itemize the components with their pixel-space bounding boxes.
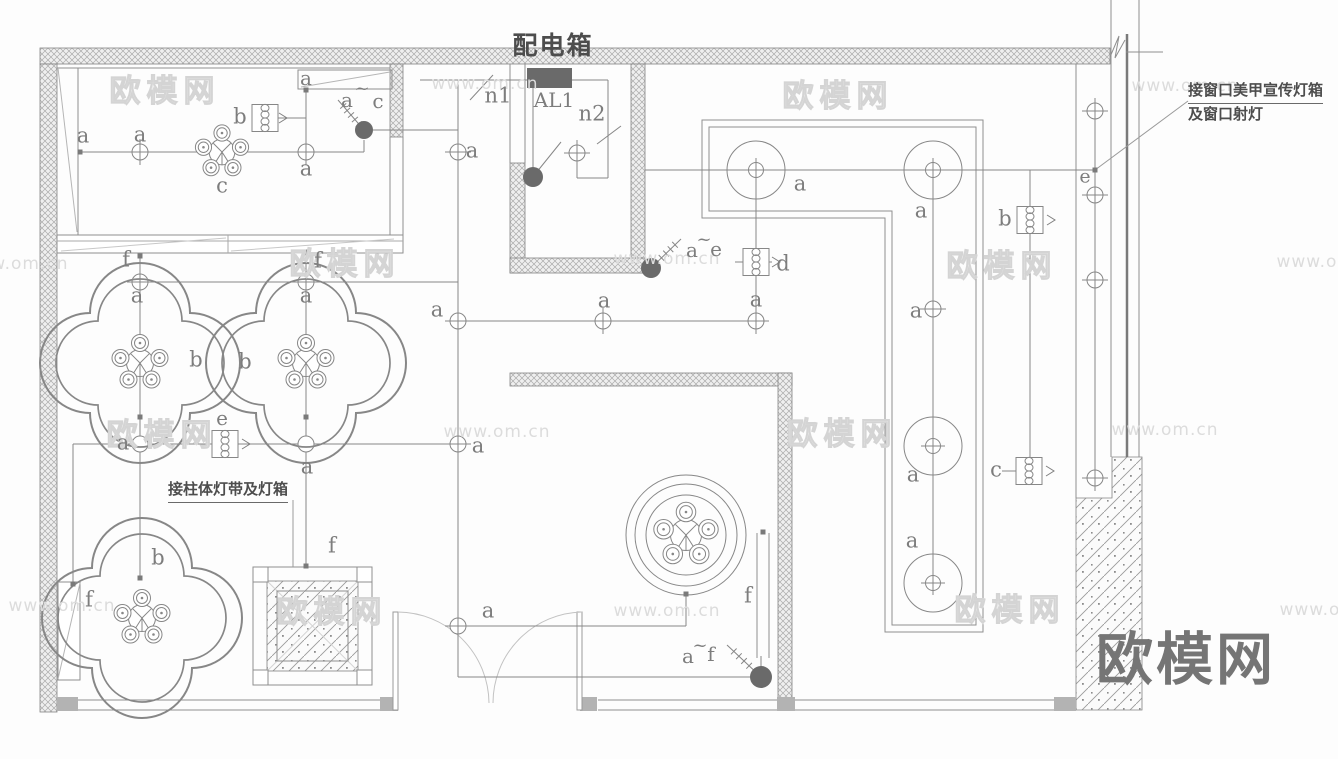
column-left-corners <box>252 566 373 686</box>
wire-node <box>303 563 309 569</box>
big-downlight-symbol <box>903 553 963 613</box>
door-leaf-left <box>392 611 399 711</box>
lamp-symbol <box>131 435 149 453</box>
break-symbol <box>1109 35 1163 59</box>
column-left-inner <box>276 590 349 662</box>
downlight-symbol <box>1082 267 1108 293</box>
quatrefoil-chandelier-symbol <box>205 262 407 464</box>
downlight-symbol <box>127 269 153 295</box>
wire-row-e <box>72 443 458 584</box>
downlight-symbol <box>590 308 616 334</box>
column-left-x <box>252 566 373 686</box>
column-annotation: 接柱体灯带及灯箱 <box>168 479 289 503</box>
junction-dot <box>355 121 373 139</box>
wall-partition-v <box>777 372 793 699</box>
lightbox-symbol <box>1016 205 1044 235</box>
big-downlight-symbol <box>903 140 963 200</box>
door-leaf-right <box>576 611 583 711</box>
leader-window-annotation <box>1094 100 1189 171</box>
ceiling-coffer-inner <box>708 126 977 626</box>
window-annotation: 接窗口美甲宣传灯箱 及窗口射灯 <box>1188 80 1324 126</box>
lamp-symbol <box>297 435 315 453</box>
light-fixtures <box>39 87 1108 719</box>
distribution-box <box>527 68 572 88</box>
downlight-symbol <box>1082 182 1108 208</box>
site-logo: 欧模网 <box>1096 627 1276 693</box>
flow-arrows <box>241 112 1056 477</box>
display-band <box>56 234 404 254</box>
downlight-symbol <box>127 139 153 165</box>
circuit-slashes <box>469 74 622 174</box>
lightbox-symbol <box>211 429 239 459</box>
column-annotation-text: 接柱体灯带及灯箱 <box>168 479 289 503</box>
downlight-symbol <box>445 139 471 165</box>
window-strip <box>1075 0 1140 498</box>
wire-trunk <box>457 80 751 678</box>
window-annotation-line1: 接窗口美甲宣传灯箱 <box>1188 80 1324 104</box>
wire-node <box>303 414 309 420</box>
wire-left-columns <box>139 252 458 578</box>
wire-node <box>760 529 766 535</box>
downlight-symbol <box>445 431 471 457</box>
wire-node <box>137 414 143 420</box>
distribution-box-title: 配电箱 <box>512 31 594 60</box>
room1-glass-diagonal <box>57 67 78 233</box>
downlight-symbol <box>293 269 319 295</box>
wire-node <box>77 149 83 155</box>
wire-al1 <box>532 79 609 179</box>
display-band-diagonals <box>60 237 395 252</box>
lightbox-panel-left-diagonal <box>57 582 81 680</box>
wire-window-strip <box>1002 100 1096 490</box>
door-swing-arcs <box>397 611 583 704</box>
wall-al1-right <box>630 63 646 274</box>
downlight-symbol <box>445 308 471 334</box>
lightbox-symbol <box>251 103 279 133</box>
downlight-symbol <box>743 308 769 334</box>
wire-node <box>70 581 76 587</box>
junction-dot <box>523 167 543 187</box>
storefront-glazing <box>78 699 1054 711</box>
wire-d-chandelier <box>458 594 762 668</box>
architecture <box>56 0 1163 711</box>
wire-node <box>1092 167 1098 173</box>
big-downlight-symbol <box>726 140 786 200</box>
ceiling-coffer-outer <box>701 119 984 633</box>
wire-node <box>303 87 309 93</box>
al1-glass-wall <box>509 64 526 163</box>
column-left-frame <box>252 566 373 686</box>
display-band-lines <box>57 235 403 253</box>
storefront-mullions <box>57 697 1076 711</box>
top-shelf <box>297 69 393 90</box>
top-shelf-diagonal <box>300 71 391 88</box>
downlight-symbol <box>445 613 471 639</box>
chandelier-symbol <box>625 474 747 596</box>
wall-left <box>39 63 58 713</box>
window-annotation-line2: 及窗口射灯 <box>1188 104 1264 123</box>
downlight-symbol <box>564 140 590 166</box>
lightbox-symbol <box>1015 456 1043 486</box>
wall-al1-bottom <box>509 257 646 274</box>
big-downlight-symbol <box>903 416 963 476</box>
wall-room1-right <box>389 63 404 138</box>
chandelier-symbol <box>194 124 250 177</box>
wall-al1-left <box>509 162 526 274</box>
downlight-symbol <box>920 296 946 322</box>
lightbox-panel-partition <box>756 533 770 658</box>
junction-dot <box>750 666 772 688</box>
downlight-symbol <box>293 139 319 165</box>
lightbox-symbol <box>742 247 770 277</box>
wire-node <box>303 249 309 255</box>
junction-dot <box>641 258 661 278</box>
room1-right-glass <box>389 137 404 235</box>
downlight-symbol <box>1082 465 1108 491</box>
wire-node <box>137 253 143 259</box>
quatrefoil-chandelier-symbol <box>41 517 243 719</box>
wire-right-zone <box>458 169 1095 583</box>
downlight-symbol <box>1082 98 1108 124</box>
wall-partition-h <box>509 372 793 387</box>
wire-node <box>137 575 143 581</box>
wire-node <box>683 591 689 597</box>
